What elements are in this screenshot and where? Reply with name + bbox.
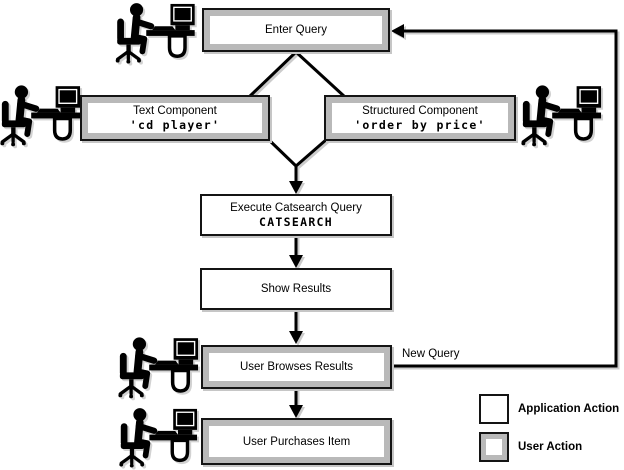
node-label: User Purchases Item [242, 435, 351, 448]
person-at-computer-icon [111, 2, 197, 64]
node-code: 'cd player' [129, 117, 221, 132]
node-execute-catsearch-query: Execute Catsearch Query CATSEARCH [200, 194, 392, 236]
node-label: Text Component [133, 104, 217, 117]
node-label: User Browses Results [239, 361, 354, 373]
legend-user-label: User Action [518, 441, 583, 453]
connector-structured-to-execute [295, 137, 328, 168]
node-text-component: Text Component 'cd player' [80, 95, 270, 141]
legend-user-swatch-inner [486, 439, 502, 455]
person-at-computer-icon [114, 407, 200, 468]
legend-application-action: Application Action [479, 394, 619, 424]
legend-application-swatch [479, 394, 509, 424]
node-label: Enter Query [265, 24, 327, 36]
node-label: Execute Catsearch Query [230, 201, 362, 214]
legend-application-label: Application Action [518, 403, 620, 415]
connector-enter-to-text [247, 50, 298, 99]
new-query-edge-label: New Query [402, 348, 460, 360]
node-user-browses-results-inner: User Browses Results [209, 353, 384, 381]
arrowhead-to-purchase [289, 405, 303, 418]
node-user-browses-results: User Browses Results [201, 345, 392, 389]
legend-user-action: User Action [479, 432, 582, 462]
node-code: 'order by price' [354, 117, 486, 132]
node-enter-query: Enter Query [202, 8, 390, 52]
node-show-results: Show Results [200, 268, 392, 310]
person-at-computer-icon [517, 84, 603, 147]
node-label: Show Results [260, 283, 332, 295]
legend-user-swatch [479, 432, 509, 462]
arrowhead-to-show [289, 255, 303, 268]
node-label: Structured Component [362, 104, 478, 117]
person-at-computer-icon [0, 84, 82, 147]
node-text-component-inner: Text Component 'cd player' [88, 103, 262, 133]
arrowhead-to-execute [289, 181, 303, 194]
arrowhead-to-browse [289, 331, 303, 344]
person-at-computer-icon [114, 336, 200, 399]
arrowhead-to-enter-query [391, 24, 404, 38]
node-enter-query-inner: Enter Query [210, 16, 382, 44]
node-code: CATSEARCH [258, 214, 333, 229]
connector-new-query-loop [392, 29, 618, 368]
connector-text-to-execute [266, 137, 298, 168]
node-structured-component: Structured Component 'order by price' [324, 95, 516, 141]
connector-enter-to-structured [294, 50, 347, 99]
node-user-purchases-item-inner: User Purchases Item [209, 426, 384, 457]
node-user-purchases-item: User Purchases Item [201, 418, 392, 465]
node-structured-component-inner: Structured Component 'order by price' [332, 103, 508, 133]
